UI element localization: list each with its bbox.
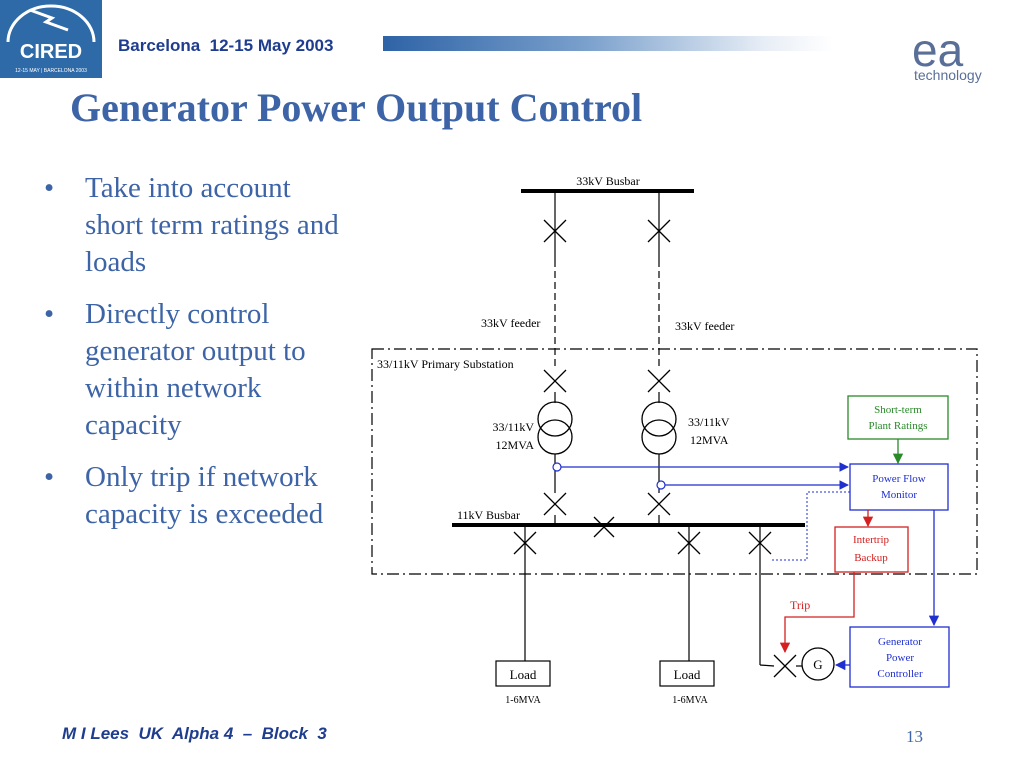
bullet-item: • Only trip if network capacity is exceed… (44, 459, 344, 533)
generator-breaker (773, 654, 797, 678)
company-tagline: technology (914, 67, 982, 83)
monitor-feeder-link (770, 491, 850, 561)
generator-controller-line2: Power (886, 652, 914, 664)
ea-logo-text: ea (912, 26, 964, 76)
right-feeder-breaker-bottom (647, 369, 671, 393)
cired-logo-text: CIRED (20, 41, 82, 63)
power-flow-monitor-box (849, 463, 949, 511)
bullet-item: • Take into account short term ratings an… (44, 170, 344, 281)
load-right-box (659, 660, 715, 687)
busbar-11kv-label: 11kV Busbar (457, 508, 520, 522)
bullet-text: Only trip if network capacity is exceede… (85, 461, 324, 530)
bullet-text: Directly control generator output to wit… (85, 298, 306, 441)
cired-logo: CIRED 12-15 MAY | BARCELONA 2003 (0, 0, 102, 78)
load-right-rating: 1-6MVA (672, 695, 708, 706)
bullet-item: • Directly control generator output to wi… (44, 296, 344, 444)
right-transformer-winding-hv (641, 401, 677, 437)
busbar-33kv-label: 33kV Busbar (576, 174, 639, 188)
intertrip-backup-box (834, 526, 909, 573)
power-flow-monitor-line1: Power Flow (872, 473, 926, 485)
substation-label: 33/11kV Primary Substation (377, 357, 514, 371)
short-term-ratings-line1: Short-term (874, 404, 922, 416)
load-left-breaker (513, 531, 537, 555)
slide-title: Generator Power Output Control (70, 85, 643, 130)
generator-controller-line1: Generator (878, 636, 922, 648)
load-left-label: Load (510, 667, 537, 682)
right-feeder-breaker-top (647, 219, 671, 243)
left-ct (552, 462, 562, 472)
right-transformer-voltage: 33/11kV (688, 415, 730, 429)
load-right-label: Load (674, 667, 701, 682)
right-transformer-rating: 12MVA (690, 433, 729, 447)
power-flow-monitor-line2: Monitor (881, 489, 917, 501)
bullet-glyph: • (44, 461, 55, 493)
left-feeder-label: 33kV feeder (481, 316, 540, 330)
bullet-list: • Take into account short term ratings an… (44, 170, 344, 548)
bullet-text: Take into account short term ratings and… (85, 172, 339, 278)
substation-boundary (371, 348, 978, 575)
left-transformer-rating: 12MVA (496, 438, 535, 452)
load-left-box (495, 660, 551, 687)
generator-feeder-breaker (748, 531, 772, 555)
generator-label: G (813, 657, 822, 672)
left-transformer-winding-lv (537, 419, 573, 455)
page-number: 13 (906, 727, 923, 746)
right-transformer-winding-lv (641, 419, 677, 455)
footer-author: M I Lees UK Alpha 4 – Block 3 (62, 724, 327, 743)
intertrip-backup-line2: Backup (854, 552, 888, 564)
left-transformer-voltage: 33/11kV (492, 420, 534, 434)
bullet-glyph: • (44, 298, 55, 330)
generator-power-controller-box (849, 626, 950, 688)
ea-technology-logo: ea (912, 26, 964, 76)
left-lv-breaker (543, 492, 567, 516)
short-term-ratings-box (847, 395, 949, 440)
trip-signal-arrow (779, 572, 855, 654)
header-gradient-bar (383, 36, 833, 51)
generator-controller-line3: Controller (877, 668, 923, 680)
right-lv-breaker (647, 492, 671, 516)
intertrip-backup-line1: Intertrip (853, 534, 890, 546)
bus-section-breaker (593, 516, 615, 538)
left-transformer-winding-hv (537, 401, 573, 437)
right-ct (656, 480, 666, 490)
bullet-glyph: • (44, 172, 55, 204)
load-right-breaker (677, 531, 701, 555)
cired-logo-subtext: 12-15 MAY | BARCELONA 2003 (15, 68, 87, 74)
event-header: Barcelona 12-15 May 2003 (118, 36, 334, 55)
load-left-rating: 1-6MVA (505, 695, 541, 706)
generator-symbol (801, 647, 835, 681)
left-feeder-breaker-bottom (543, 369, 567, 393)
left-feeder-breaker-top (543, 219, 567, 243)
trip-label: Trip (790, 598, 810, 612)
short-term-ratings-line2: Plant Ratings (869, 420, 928, 432)
right-feeder-label: 33kV feeder (675, 319, 734, 333)
